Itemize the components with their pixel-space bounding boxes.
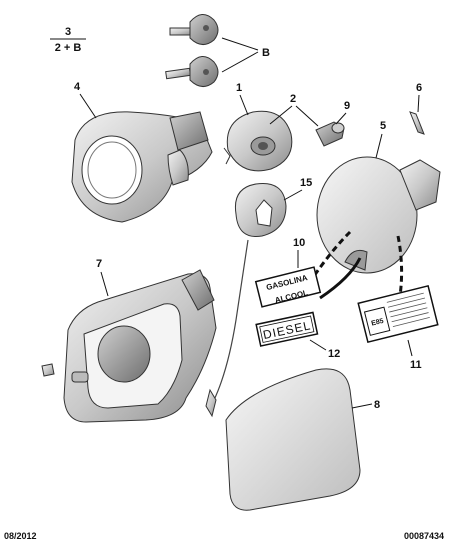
part-8-outer-flap (225, 368, 361, 511)
e85-text: E85 (371, 318, 385, 328)
callout-3-top: 3 (65, 26, 71, 38)
callout-6-label: 6 (416, 82, 422, 94)
callout-10-label: 10 (293, 237, 305, 249)
callout-6: 6 (416, 82, 422, 113)
label-10-gasolina-alcool: GASOLINA (254, 266, 322, 308)
callout-12: 12 (309, 339, 340, 360)
callout-12-label: 12 (328, 348, 340, 360)
part-4-filler-housing (71, 111, 213, 223)
callout-8-label: 8 (374, 399, 380, 411)
callout-3-bottom: 2 + B (55, 42, 82, 54)
callout-2: 2 (269, 93, 319, 127)
label-11-e85-sticker: E85 (357, 284, 439, 344)
part-1-fuel-cap (223, 110, 293, 172)
key-2 (165, 56, 219, 87)
callout-9: 9 (335, 100, 350, 125)
callout-11: 11 (407, 339, 422, 371)
callout-1: 1 (236, 82, 249, 116)
footer-reference: 00087434 (403, 531, 444, 541)
callout-4: 4 (74, 81, 97, 119)
callout-B-label: B (262, 47, 270, 59)
callout-8: 8 (351, 399, 380, 411)
callout-4-label: 4 (74, 81, 81, 93)
callout-7-label: 7 (96, 258, 102, 270)
key-1 (169, 14, 219, 45)
callout-5-label: 5 (380, 120, 386, 132)
footer-date: 08/2012 (4, 531, 37, 541)
label-12-diesel: DIESEL (255, 311, 319, 347)
callout-7: 7 (96, 258, 109, 297)
callout-2-label: 2 (290, 93, 296, 105)
label-pointers (308, 230, 404, 300)
part-9-lock-cylinder (315, 121, 345, 147)
part-6-clip (409, 111, 425, 135)
callout-11-label: 11 (410, 359, 422, 371)
part-7-door-housing (41, 269, 217, 423)
callout-10: 10 (293, 237, 305, 268)
callout-3: 3 2 + B (50, 26, 86, 54)
callout-B: B (221, 37, 270, 73)
part-15-tethered-cap (205, 182, 287, 418)
callout-5: 5 (375, 120, 386, 159)
callout-9-label: 9 (344, 100, 350, 112)
part-5-fuel-door (316, 156, 441, 274)
callout-15-label: 15 (300, 177, 312, 189)
callout-1-label: 1 (236, 82, 242, 94)
callout-15: 15 (283, 177, 312, 201)
